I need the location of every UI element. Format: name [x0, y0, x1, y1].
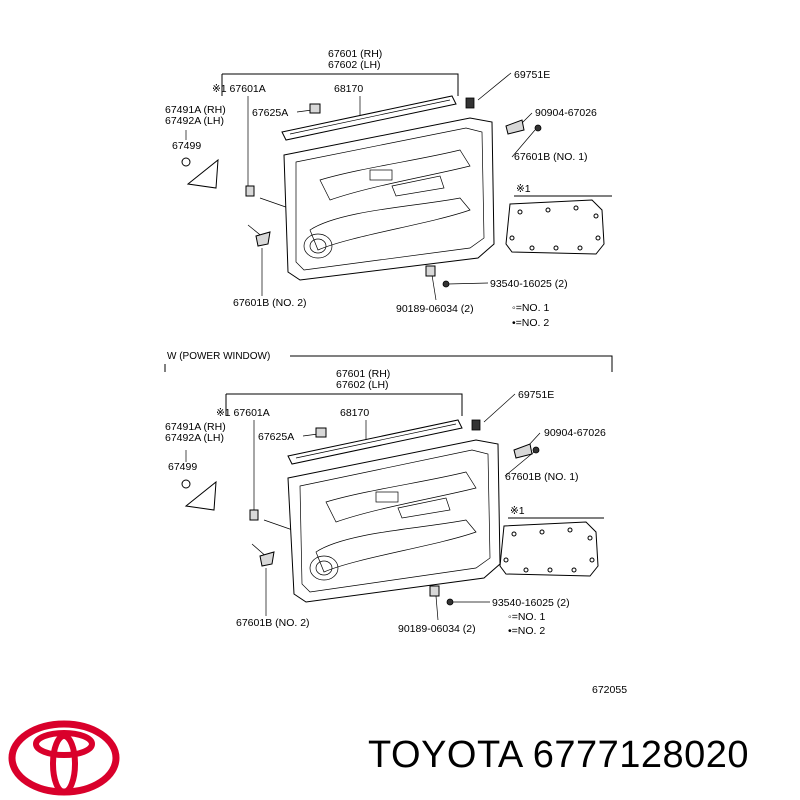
label-67601-rh: 67601 (RH) — [328, 48, 382, 60]
clip-90189 — [425, 265, 436, 277]
label-67492a: 67492A (LH) — [165, 432, 224, 444]
bottom-door-trim-group: 67601 (RH) 67602 (LH) ※1 67601A 68170 67… — [165, 368, 606, 637]
speaker-grille — [309, 555, 339, 581]
leader-line — [483, 393, 516, 423]
label-67601a: ※1 67601A — [212, 83, 266, 95]
inset-clip-dots — [503, 527, 595, 573]
label-90189: 90189-06034 (2) — [396, 303, 474, 315]
top-door-trim-group: 67601 (RH) 67602 (LH) ※1 67601A 68170 67… — [165, 48, 612, 329]
armrest — [309, 197, 471, 251]
leader-line — [447, 282, 489, 285]
moulding-detail — [289, 99, 451, 135]
clip-90189 — [429, 585, 440, 597]
leader-line — [511, 129, 536, 158]
armrest — [315, 519, 477, 573]
label-67491a: 67491A (RH) — [165, 421, 226, 433]
beltline-moulding — [287, 419, 463, 465]
label-67602-lh: 67602 (LH) — [336, 379, 389, 391]
label-93540: 93540-16025 (2) — [490, 278, 568, 290]
label-67602-lh: 67602 (LH) — [328, 59, 381, 71]
label-star1: ※1 — [510, 505, 525, 517]
corner-trim-67491a — [186, 158, 219, 189]
legend-no1: ◦=NO. 1 — [508, 611, 545, 623]
clip-67499 — [181, 479, 191, 489]
label-67625a: 67625A — [258, 431, 294, 443]
label-69751e: 69751E — [514, 69, 550, 81]
screw-90904 — [534, 124, 542, 132]
door-trim-panel — [283, 117, 495, 281]
label-67601b-no2: 67601B (NO. 2) — [233, 297, 307, 309]
clip-67601b-no1 — [513, 443, 533, 459]
bracket-line — [222, 73, 459, 96]
label-67491a: 67491A (RH) — [165, 104, 226, 116]
label-93540: 93540-16025 (2) — [492, 597, 570, 609]
handle-bezel — [375, 491, 399, 503]
label-68170: 68170 — [340, 407, 369, 419]
brand-name: TOYOTA — [368, 734, 522, 776]
inset-panel — [505, 199, 605, 255]
clip-67601b-no1 — [505, 119, 525, 135]
legend-no1: ◦=NO. 1 — [512, 302, 549, 314]
speaker-grille — [309, 238, 327, 254]
section-header: W (POWER WINDOW) — [167, 351, 270, 362]
screw-93540 — [442, 280, 450, 288]
leader-line — [477, 72, 512, 101]
moulding-detail — [295, 423, 457, 459]
corner-trim-67491a — [184, 480, 217, 511]
speaker-grille — [303, 233, 333, 259]
label-67499: 67499 — [168, 461, 197, 473]
clip-67499 — [181, 157, 191, 167]
section-bracket — [290, 355, 613, 372]
door-trim-inner-edge — [295, 127, 485, 271]
upper-trim-contour — [325, 471, 477, 523]
pull-handle — [391, 175, 445, 197]
inset-panel — [499, 521, 599, 577]
label-67601a: ※1 67601A — [216, 407, 270, 419]
label-68170: 68170 — [334, 83, 363, 95]
bracket-line — [226, 393, 463, 416]
leader-line — [435, 595, 439, 621]
diagram-svg: 67601 (RH) 67602 (LH) ※1 67601A 68170 67… — [164, 48, 627, 696]
label-67601b-no1: 67601B (NO. 1) — [514, 151, 588, 163]
legend-no2: •=NO. 2 — [508, 625, 545, 637]
clip-67601a — [245, 185, 255, 197]
part-number: 6777128020 — [532, 734, 750, 776]
screw-93540 — [446, 598, 454, 606]
toyota-logo-icon — [8, 720, 120, 796]
retainer-69751e — [471, 419, 481, 431]
screw-90904 — [532, 446, 540, 454]
clip-67625a — [309, 103, 321, 114]
upper-trim-contour — [319, 149, 471, 201]
label-67499: 67499 — [172, 140, 201, 152]
door-trim-panel — [287, 439, 501, 603]
label-90189: 90189-06034 (2) — [398, 623, 476, 635]
label-90904: 90904-67026 — [535, 107, 597, 119]
power-window-switch-base — [397, 497, 451, 519]
label-67492a: 67492A (LH) — [165, 115, 224, 127]
inset-clip-dots — [509, 205, 601, 251]
clip-67601b-no2 — [259, 551, 275, 567]
brand-caption: TOYOTA 6777128020 — [368, 734, 749, 777]
clip-67625a — [315, 427, 327, 438]
label-star1: ※1 — [516, 183, 531, 195]
figure-number: 672055 — [592, 684, 627, 696]
retainer-69751e — [465, 97, 475, 109]
logo-ellipses — [8, 720, 120, 796]
label-67601b-no2: 67601B (NO. 2) — [236, 617, 310, 629]
leader-line — [431, 274, 437, 301]
door-trim-inner-edge — [299, 449, 491, 593]
leader-line — [504, 451, 535, 477]
legend-no2: •=NO. 2 — [512, 317, 549, 329]
clip-67601b-no2 — [255, 231, 271, 247]
label-67625a: 67625A — [252, 107, 288, 119]
handle-bezel — [369, 169, 393, 181]
beltline-moulding — [281, 95, 457, 141]
label-69751e: 69751E — [518, 389, 554, 401]
label-67601b-no1: 67601B (NO. 1) — [505, 471, 579, 483]
label-67601-rh: 67601 (RH) — [336, 368, 390, 380]
speaker-grille — [315, 560, 333, 576]
label-90904: 90904-67026 — [544, 427, 606, 439]
clip-67601a — [249, 509, 259, 521]
